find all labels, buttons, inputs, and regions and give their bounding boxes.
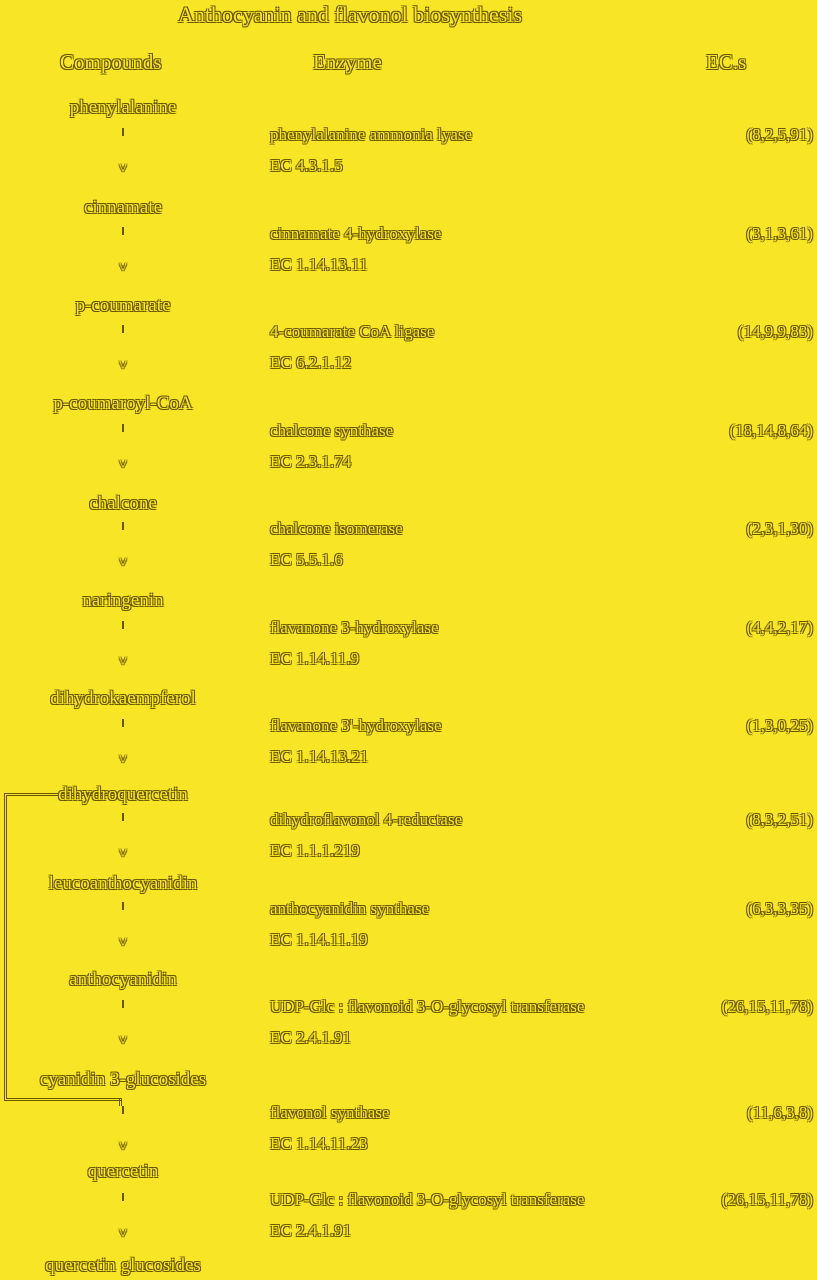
ec-number: EC 6.2.1.12 (270, 353, 352, 372)
pathway-connector (122, 719, 124, 727)
pathway-connector (122, 813, 124, 821)
enzyme-name: UDP-Glc : flavonoid 3-O-glycosyl transfe… (270, 997, 585, 1016)
compound-label: quercetin (87, 1161, 159, 1182)
pathway-connector (122, 325, 124, 333)
down-arrow-icon: ˅ (118, 260, 128, 276)
ec-number: EC 1.14.13.11 (270, 255, 368, 274)
enzyme-name: cinnamate 4-hydroxylase (270, 224, 442, 243)
compound-label: dihydroquercetin (58, 784, 188, 805)
down-arrow-icon: ˅ (118, 161, 128, 177)
pathway-bracket (4, 793, 122, 1101)
down-arrow-icon: ˅ (118, 555, 128, 571)
ecs-header: EC.s (706, 50, 747, 74)
pathway-bracket-tail (119, 1098, 122, 1106)
pathway-connector (122, 1193, 124, 1201)
ec-counts: (8,2,5,91) (746, 125, 813, 144)
ec-counts: (6,3,3,35) (746, 899, 813, 918)
enzyme-name: UDP-Glc : flavonoid 3-O-glycosyl transfe… (270, 1190, 585, 1209)
pathway-connector (122, 424, 124, 432)
ec-counts: (2,3,1,30) (746, 519, 813, 538)
compound-label: cinnamate (83, 197, 163, 218)
compound-label: quercetin glucosides (45, 1255, 201, 1276)
enzyme-name: flavanone 3'-hydroxylase (270, 716, 442, 735)
pathway-connector (122, 902, 124, 910)
compound-label: p-coumarate (75, 295, 171, 316)
down-arrow-icon: ˅ (118, 1139, 128, 1155)
ec-counts: (26,15,11,78) (721, 997, 813, 1016)
ec-counts: (11,6,3,8) (747, 1103, 813, 1122)
enzyme-name: 4-coumarate CoA ligase (270, 322, 435, 341)
ec-number: EC 5.5.1.6 (270, 550, 343, 569)
diagram-title: Anthocyanin and flavonol biosynthesis (178, 2, 523, 27)
pathway-connector (122, 1106, 124, 1114)
ec-number: EC 1.14.13.21 (270, 747, 369, 766)
compounds-header: Compounds (60, 50, 162, 74)
pathway-connector (122, 522, 124, 530)
compound-label: chalcone (89, 493, 157, 514)
enzyme-name: phenylalanine ammonia lyase (270, 125, 473, 144)
ec-counts: (4,4,2,17) (746, 618, 813, 637)
pathway-connector (122, 227, 124, 235)
ec-number: EC 2.4.1.91 (270, 1028, 352, 1047)
ec-counts: (26,15,11,78) (721, 1190, 813, 1209)
ec-counts: (18,14,8,64) (729, 421, 813, 440)
down-arrow-icon: ˅ (118, 358, 128, 374)
down-arrow-icon: ˅ (118, 846, 128, 862)
ec-counts: (8,3,2,51) (746, 810, 813, 829)
ec-number: EC 4.3.1.5 (270, 156, 343, 175)
ec-number: EC 2.4.1.91 (270, 1221, 352, 1240)
compound-label: leucoanthocyanidin (48, 873, 198, 894)
compound-label: phenylalanine (69, 97, 177, 118)
enzyme-name: dihydroflavonol 4-reductase (270, 810, 463, 829)
down-arrow-icon: ˅ (118, 1033, 128, 1049)
pathway-connector (122, 1000, 124, 1008)
down-arrow-icon: ˅ (118, 457, 128, 473)
enzyme-name: flavanone 3-hydroxylase (270, 618, 439, 637)
compound-label: naringenin (82, 590, 164, 611)
ec-counts: (3,1,3,61) (746, 224, 813, 243)
ec-number: EC 1.14.11.23 (270, 1134, 368, 1153)
ec-number: EC 1.1.1.219 (270, 841, 360, 860)
ec-counts: (14,9,9,83) (737, 322, 813, 341)
down-arrow-icon: ˅ (118, 935, 128, 951)
enzyme-name: chalcone isomerase (270, 519, 403, 538)
enzyme-name: flavonol synthase (270, 1103, 390, 1122)
enzyme-name: anthocyanidin synthase (270, 899, 430, 918)
enzyme-header: Enzyme (313, 50, 382, 74)
compound-label: cyanidin 3-glucosides (39, 1069, 207, 1090)
pathway-connector (122, 621, 124, 629)
ec-number: EC 1.14.11.19 (270, 930, 368, 949)
compound-label: anthocyanidin (69, 969, 177, 990)
down-arrow-icon: ˅ (118, 1226, 128, 1242)
pathway-connector (122, 128, 124, 136)
enzyme-name: chalcone synthase (270, 421, 394, 440)
down-arrow-icon: ˅ (118, 654, 128, 670)
ec-counts: (1,3,0,25) (746, 716, 813, 735)
ec-number: EC 2.3.1.74 (270, 452, 352, 471)
ec-number: EC 1.14.11.9 (270, 649, 360, 668)
down-arrow-icon: ˅ (118, 752, 128, 768)
compound-label: p-coumaroyl-CoA (53, 393, 193, 414)
compound-label: dihydrokaempferol (50, 688, 196, 709)
